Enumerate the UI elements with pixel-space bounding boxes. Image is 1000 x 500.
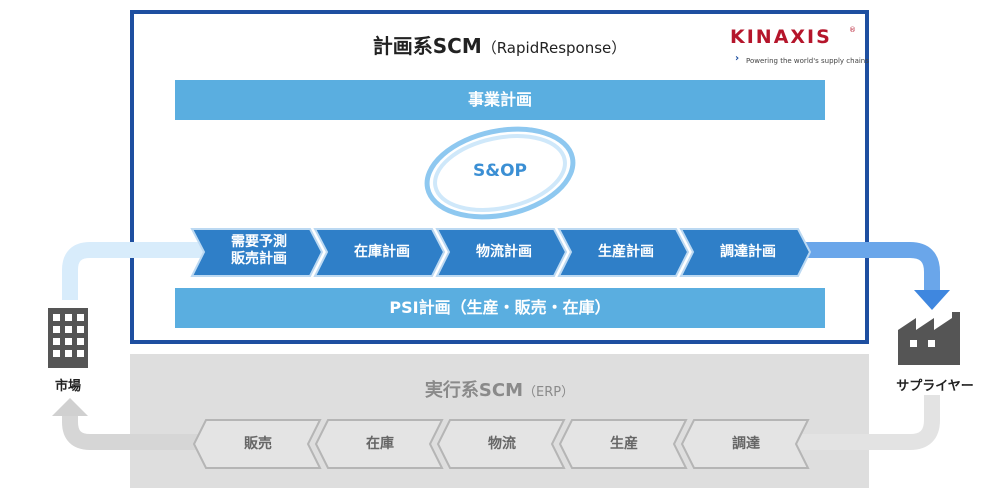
- psi-plan-bar: PSI計画（生産・販売・在庫）: [175, 288, 825, 328]
- kinaxis-tagline: Powering the world's supply chains: [746, 57, 869, 65]
- building-icon: [48, 308, 88, 368]
- plan-step-3-label: 物流計画: [476, 244, 532, 260]
- execution-scm-title: 実行系SCM（ERP）: [130, 376, 869, 402]
- exec-step-3-shape: [436, 419, 566, 469]
- exec-step-1-label: 販売: [244, 436, 272, 452]
- execution-scm-title-main: 実行系SCM: [424, 380, 523, 401]
- plan-step-chevrons: [190, 228, 812, 277]
- plan-to-supplier-arrow: [790, 242, 940, 292]
- plan-step-1-line2: 販売計画: [231, 251, 287, 267]
- planning-scm-title: 計画系SCM（RapidResponse）: [130, 30, 869, 59]
- business-plan-bar: 事業計画: [175, 80, 825, 120]
- plan-step-4-label: 生産計画: [598, 244, 654, 260]
- plan-step-1-shape: [190, 228, 324, 277]
- exec-step-4-shape: [558, 419, 688, 469]
- exec-step-3-label: 物流: [488, 436, 516, 452]
- planning-scm-title-sub: （RapidResponse）: [481, 39, 627, 57]
- planning-scm-title-main: 計画系SCM: [372, 34, 482, 58]
- plan-step-3-shape: [435, 228, 568, 277]
- exec-step-5-shape: [680, 419, 810, 469]
- plan-step-5-shape: [679, 228, 812, 277]
- plan-step-2-label: 在庫計画: [354, 244, 410, 260]
- plan-step-2-shape: [313, 228, 446, 277]
- kinaxis-logo-registered: ®: [849, 26, 856, 34]
- kinaxis-logo: KINAXIS: [730, 26, 832, 48]
- plan-step-4-shape: [557, 228, 690, 277]
- execution-scm-title-sub: （ERP）: [523, 385, 575, 400]
- exec-to-market-arrow: [62, 415, 210, 450]
- plan-step-1-label: 需要予測 販売計画: [206, 234, 312, 268]
- plan-step-5-label: 調達計画: [720, 244, 776, 260]
- exec-step-2-shape: [314, 419, 444, 469]
- supplier-to-exec-arrow: [790, 395, 940, 450]
- exec-step-2-label: 在庫: [366, 436, 394, 452]
- exec-step-5-label: 調達: [732, 436, 760, 452]
- plan-step-1-line1: 需要予測: [231, 234, 287, 250]
- sop-label: S&OP: [473, 161, 527, 181]
- market-arrowhead: [52, 398, 88, 416]
- supplier-arrowhead: [914, 290, 950, 310]
- supplier-label: サプライヤー: [896, 379, 974, 394]
- market-to-plan-arrow: [62, 242, 210, 300]
- factory-icon: [898, 312, 960, 365]
- exec-step-4-label: 生産: [610, 436, 638, 452]
- exec-step-chevrons: [192, 419, 810, 469]
- chevron-right-icon: ›: [735, 53, 740, 64]
- sop-swirl: [424, 126, 576, 220]
- exec-step-1-shape: [192, 419, 322, 469]
- market-label: 市場: [54, 379, 81, 394]
